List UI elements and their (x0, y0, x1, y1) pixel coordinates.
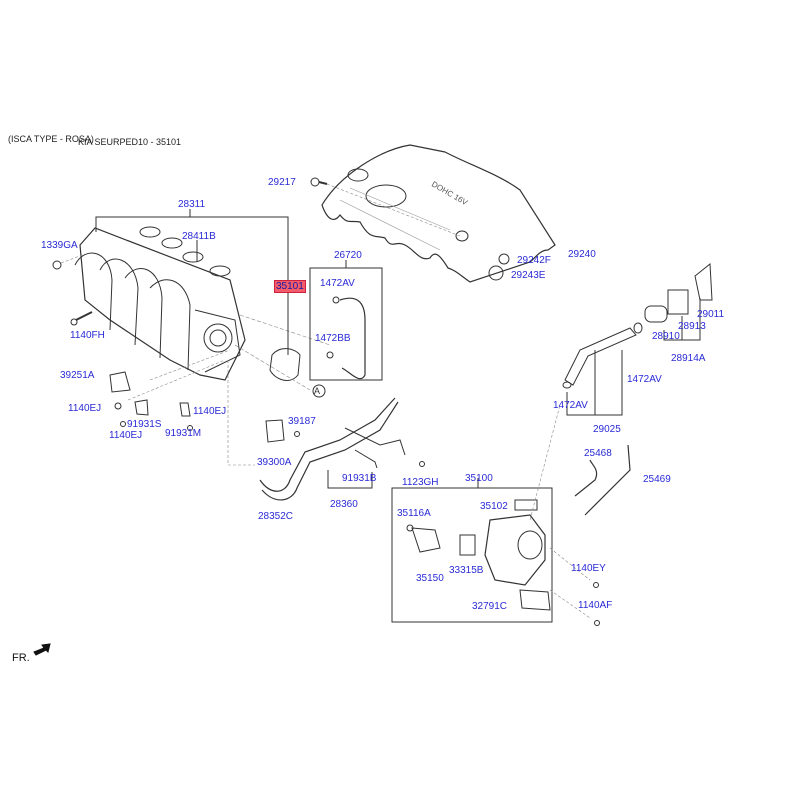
clip-91931s (134, 399, 149, 416)
clip-91931m (179, 402, 191, 417)
leader-28360 (327, 470, 373, 489)
part-label-28914a[interactable]: 28914A (671, 353, 706, 364)
part-label-28360[interactable]: 28360 (330, 499, 358, 510)
bolt-29217 (310, 177, 461, 237)
part-label-91931b[interactable]: 91931B (342, 473, 377, 484)
type-note: (ISCA TYPE - ROSA) (8, 134, 94, 144)
part-label-39187[interactable]: 39187 (288, 416, 316, 427)
callout-a: A (314, 386, 321, 396)
bracket-39251a (109, 371, 131, 393)
part-label-1140ej-bottom[interactable]: 1140EJ (109, 430, 143, 441)
gasket-28411b (139, 226, 231, 277)
part-label-29242f[interactable]: 29242F (517, 255, 551, 266)
part-label-28311[interactable]: 28311 (178, 199, 206, 210)
part-label-29025[interactable]: 29025 (593, 424, 621, 435)
svg-text:DOHC 16V: DOHC 16V (430, 180, 470, 208)
intake-manifold (74, 227, 246, 381)
front-indicator-label: FR. (12, 652, 30, 664)
part-label-1140ej-right[interactable]: 1140EJ (193, 406, 227, 417)
part-label-25469[interactable]: 25469 (643, 474, 671, 485)
gasket-35101 (269, 348, 301, 381)
part-label-28913[interactable]: 28913 (678, 321, 706, 332)
part-label-29011[interactable]: 29011 (697, 309, 725, 320)
throttle-body-35100 (484, 499, 546, 586)
part-label-1472bb[interactable]: 1472BB (315, 333, 351, 344)
pcv-valve-28910 (644, 263, 713, 323)
part-label-25468[interactable]: 25468 (584, 448, 612, 459)
part-label-1123gh[interactable]: 1123GH (402, 477, 439, 488)
part-label-29243e[interactable]: 29243E (511, 270, 546, 281)
gasket-33315b (459, 534, 476, 556)
hose-25468 (574, 459, 598, 497)
part-label-35100[interactable]: 35100 (465, 473, 493, 484)
part-label-33315b[interactable]: 33315B (449, 565, 484, 576)
callout-a-circle (312, 384, 326, 398)
part-label-1140fh[interactable]: 1140FH (70, 330, 105, 341)
nut-1339ga (52, 260, 62, 270)
cap-29243e (488, 265, 504, 281)
part-label-26720[interactable]: 26720 (334, 250, 362, 261)
box-35100 (391, 487, 553, 623)
bolt-1140fh (70, 311, 93, 326)
part-label-91931s[interactable]: 91931S (127, 419, 162, 430)
part-label-28411b[interactable]: 28411B (182, 231, 216, 242)
part-label-35101-highlighted[interactable]: 35101 (274, 280, 306, 293)
part-label-1140ej-left[interactable]: 1140EJ (68, 403, 102, 414)
bolt-1123gh (419, 461, 425, 467)
sensor-39300a (265, 419, 285, 443)
front-arrow-icon (33, 643, 51, 656)
part-label-39251a[interactable]: 39251A (60, 370, 95, 381)
part-label-28352c[interactable]: 28352C (258, 511, 294, 522)
hose-26720 (339, 297, 366, 380)
part-label-35102[interactable]: 35102 (480, 501, 508, 512)
hose-25469 (584, 444, 631, 516)
part-label-1339ga[interactable]: 1339GA (41, 240, 78, 251)
part-label-1472av-lower[interactable]: 1472AV (553, 400, 588, 411)
plate-32791c (519, 589, 551, 611)
part-label-1140af[interactable]: 1140AF (578, 600, 613, 611)
actuator-35150 (411, 527, 441, 553)
part-label-91931m[interactable]: 91931M (165, 428, 202, 439)
part-label-29217[interactable]: 29217 (268, 177, 296, 188)
part-label-28910[interactable]: 28910 (652, 331, 680, 342)
part-label-29240[interactable]: 29240 (568, 249, 596, 260)
part-label-35150[interactable]: 35150 (416, 573, 444, 584)
pcv-hose-29025 (562, 322, 643, 389)
pipe-28360 (259, 397, 406, 501)
model-reference: KIA SEURPED10 - 35101 (78, 137, 182, 147)
part-label-35116a[interactable]: 35116A (397, 508, 431, 519)
part-label-1140ey[interactable]: 1140EY (571, 563, 606, 574)
part-label-32791c[interactable]: 32791C (472, 601, 508, 612)
cap-29242f (498, 253, 510, 265)
part-label-1472av-hose[interactable]: 1472AV (320, 278, 355, 289)
part-label-1472av-right[interactable]: 1472AV (627, 374, 662, 385)
part-label-39300a[interactable]: 39300A (257, 457, 292, 468)
